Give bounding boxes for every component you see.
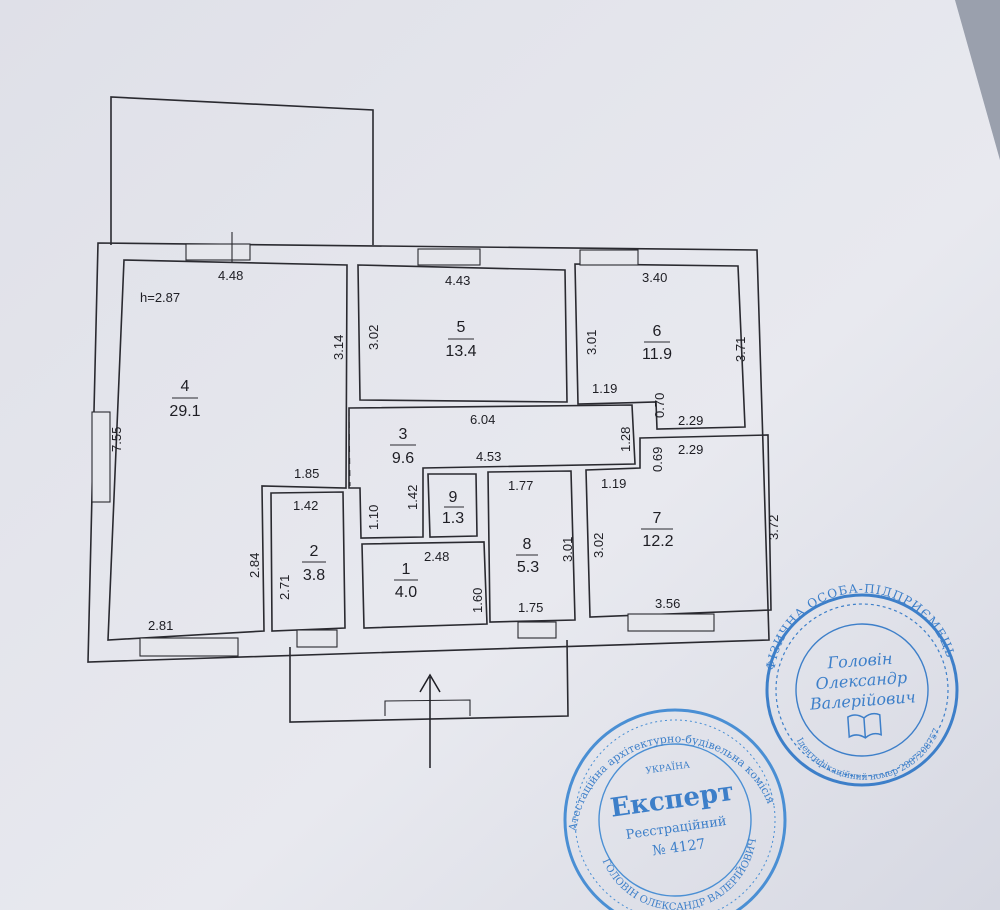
- svg-text:1.19: 1.19: [601, 476, 626, 491]
- room-labels: 4 29.1 5 13.4 6 11.9 3 9.6 9 1.3 8 5.3 7…: [169, 319, 673, 601]
- svg-text:1.19: 1.19: [592, 381, 617, 396]
- svg-text:2.29: 2.29: [678, 442, 703, 457]
- room-6-area: 11.9: [642, 346, 672, 363]
- outer-wall: [87, 242, 770, 663]
- room-5-number: 5: [457, 319, 466, 336]
- svg-text:3.56: 3.56: [655, 596, 680, 611]
- room-3-number: 3: [399, 426, 408, 443]
- porch-outline: [289, 639, 569, 723]
- terrace-outline: [110, 96, 374, 245]
- svg-text:2.81: 2.81: [148, 618, 173, 633]
- book-icon: [847, 712, 883, 739]
- room-6-number: 6: [653, 323, 662, 340]
- svg-text:3.40: 3.40: [642, 270, 667, 285]
- svg-text:0.70: 0.70: [652, 393, 667, 418]
- dimension-labels: 4.48 7.55 3.14 2.81 2.84 4.43 3.02 3.40 …: [109, 268, 781, 633]
- svg-text:1.75: 1.75: [518, 600, 543, 615]
- svg-text:1.42: 1.42: [405, 485, 420, 510]
- room-7-area: 12.2: [642, 533, 673, 550]
- svg-text:№ 4127: № 4127: [651, 836, 706, 859]
- room-4-area: 29.1: [169, 403, 200, 420]
- room-4-number: 4: [181, 378, 190, 395]
- svg-text:3.72: 3.72: [766, 515, 781, 540]
- room-8-number: 8: [523, 536, 532, 553]
- svg-text:3.14: 3.14: [331, 335, 346, 360]
- entrance-arrowhead-icon: [419, 673, 441, 693]
- svg-text:1.60: 1.60: [470, 588, 485, 613]
- svg-text:3.01: 3.01: [560, 537, 575, 562]
- svg-text:3.71: 3.71: [733, 337, 748, 362]
- room-1-outline: [361, 541, 488, 629]
- room-7-number: 7: [653, 510, 662, 527]
- svg-text:1.85: 1.85: [294, 466, 319, 481]
- room-9-number: 9: [449, 489, 458, 506]
- svg-text:1.28: 1.28: [618, 427, 633, 452]
- svg-text:1.42: 1.42: [293, 498, 318, 513]
- porch-step: [384, 699, 471, 716]
- svg-text:Головін: Головін: [826, 649, 893, 673]
- room-9-outline: [427, 473, 478, 538]
- svg-text:6.04: 6.04: [470, 412, 495, 427]
- svg-text:3.02: 3.02: [591, 533, 606, 558]
- room-2-area: 3.8: [303, 567, 325, 584]
- room-1-area: 4.0: [395, 584, 417, 601]
- svg-text:3.02: 3.02: [366, 325, 381, 350]
- svg-text:2.71: 2.71: [277, 575, 292, 600]
- ceiling-height: h=2.87: [140, 290, 180, 305]
- room-5-area: 13.4: [445, 343, 476, 360]
- svg-text:3.01: 3.01: [584, 330, 599, 355]
- room-3-open-boundary: [348, 409, 351, 487]
- svg-text:0.69: 0.69: [650, 447, 665, 472]
- room-3-area: 9.6: [392, 450, 414, 467]
- room-6-outline: [574, 263, 746, 430]
- svg-text:1.77: 1.77: [508, 478, 533, 493]
- room-1-number: 1: [402, 561, 411, 578]
- svg-text:2.29: 2.29: [678, 413, 703, 428]
- room-2-outline: [270, 491, 346, 632]
- svg-text:7.55: 7.55: [109, 427, 124, 452]
- room-8-outline: [487, 470, 576, 623]
- svg-text:4.43: 4.43: [445, 273, 470, 288]
- room-3-outline: [348, 404, 636, 539]
- room-5-outline: [357, 264, 568, 403]
- svg-text:2.84: 2.84: [247, 553, 262, 578]
- svg-text:4.53: 4.53: [476, 449, 501, 464]
- svg-text:1.10: 1.10: [366, 505, 381, 530]
- windows: [91, 243, 715, 657]
- svg-text:4.48: 4.48: [218, 268, 243, 283]
- room-4-outline: [107, 259, 348, 641]
- room-8-area: 5.3: [517, 559, 539, 576]
- room-9-area: 1.3: [442, 510, 464, 527]
- svg-text:2.48: 2.48: [424, 549, 449, 564]
- room-2-number: 2: [310, 543, 319, 560]
- paper-edge-shadow: [955, 0, 1000, 160]
- room-7-outline: [585, 434, 772, 618]
